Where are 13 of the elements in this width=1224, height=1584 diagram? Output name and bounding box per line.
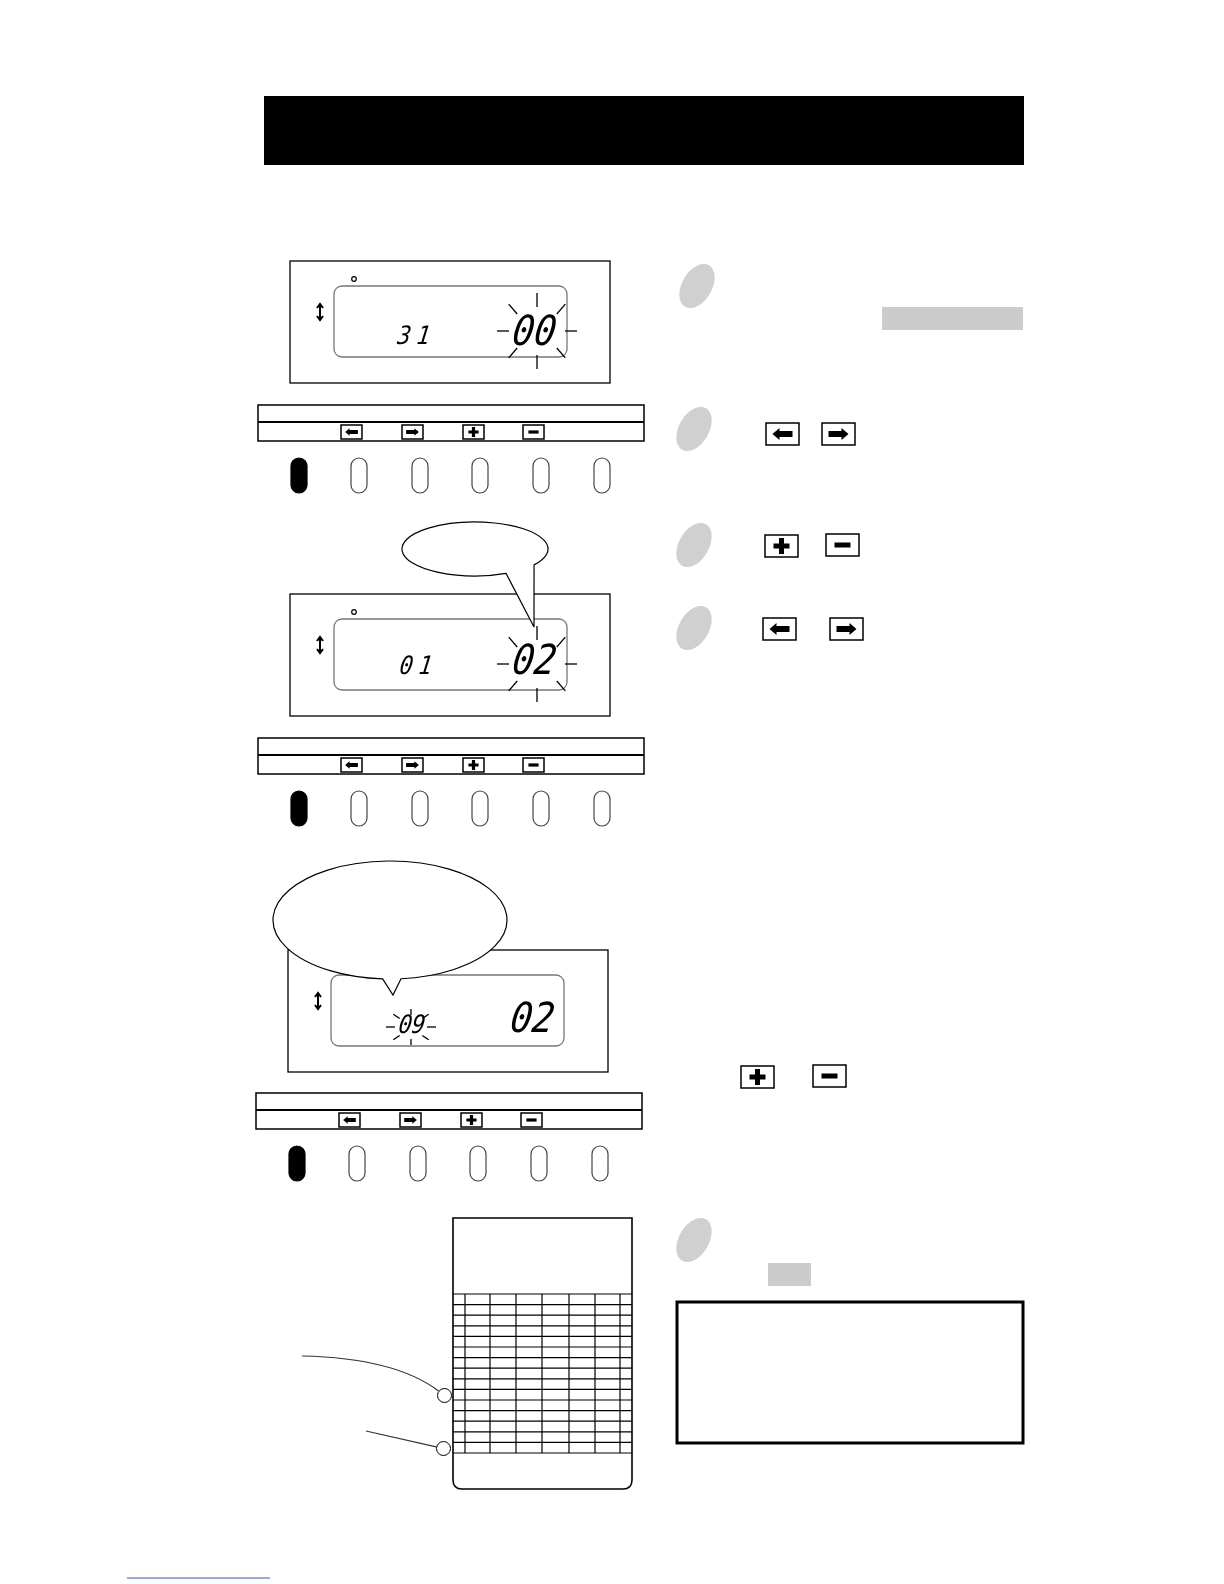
lcd-digits: 02 <box>508 997 558 1039</box>
lcd-digits: 09 <box>397 1012 428 1038</box>
punch-hole <box>436 1441 451 1456</box>
lcd-digits: 31 <box>396 323 439 349</box>
lcd-digits: 00 <box>510 310 560 352</box>
lcd-digits: 02 <box>510 639 560 681</box>
leader-line <box>365 1430 437 1448</box>
note-box <box>675 1300 1025 1445</box>
punch-hole <box>437 1388 452 1403</box>
lcd-digits: 01 <box>398 653 441 679</box>
leader-line <box>301 1355 440 1392</box>
speech-bubble <box>272 860 508 996</box>
speech-bubble <box>401 521 549 628</box>
